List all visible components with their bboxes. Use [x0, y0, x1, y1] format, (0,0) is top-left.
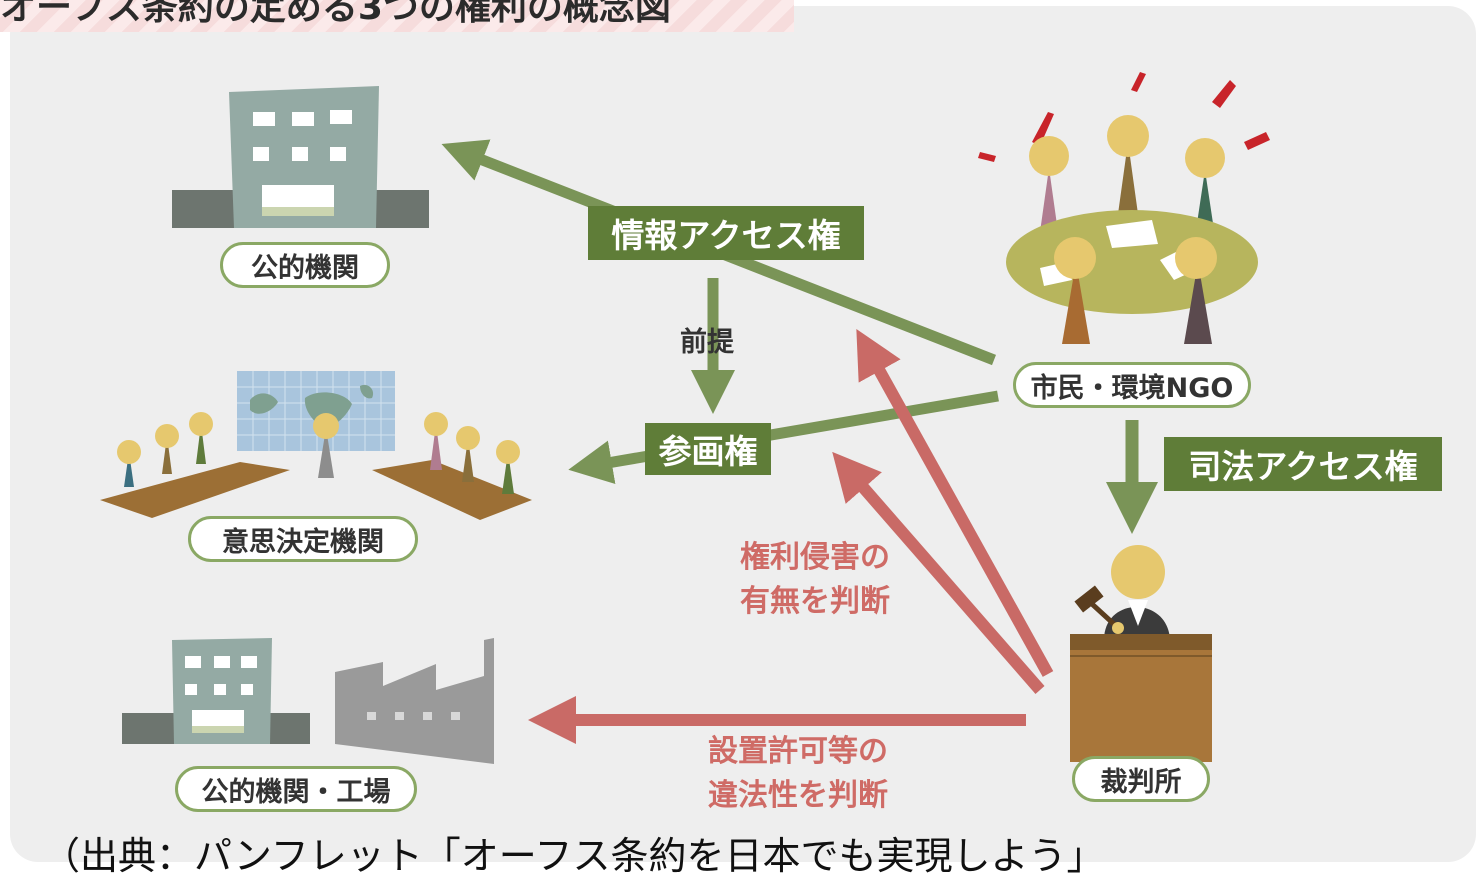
label-decision-body: 意思決定機関 — [188, 516, 418, 562]
arrow-court-to-participation — [832, 451, 1045, 694]
label-citizens-ngo: 市民・環境NGO — [1013, 362, 1251, 408]
label-permit-judgment: 設置許可等の 違法性を判断 — [708, 730, 888, 818]
label-agency-factory: 公的機関・工場 — [175, 766, 417, 812]
label-court: 裁判所 — [1072, 756, 1210, 802]
permit-line-1: 設置許可等の — [708, 734, 888, 769]
infringement-line-1: 権利侵害の — [740, 540, 890, 575]
arrow-court-to-info — [856, 329, 1054, 677]
agency-factory-icon — [122, 638, 310, 744]
infringement-line-2: 有無を判断 — [740, 584, 890, 619]
factory-icon — [335, 638, 494, 764]
label-justice-access: 司法アクセス権 — [1164, 437, 1442, 491]
label-participation: 参画権 — [645, 423, 771, 475]
world-map-icon — [237, 371, 395, 451]
source-caption: （出典：パンフレット「オーフス条約を日本でも実現しよう」 — [42, 834, 1105, 878]
label-infringement-judgment: 権利侵害の 有無を判断 — [740, 536, 890, 624]
citizens-meeting-icon — [978, 72, 1270, 344]
label-premise: 前提 — [680, 327, 734, 358]
label-info-access: 情報アクセス権 — [588, 206, 864, 260]
judge-icon — [1070, 545, 1212, 762]
meeting-table-icon — [100, 412, 532, 520]
label-public-agency: 公的機関 — [220, 242, 390, 288]
gavel-icon — [1074, 585, 1124, 634]
diagram-title: オーフス条約の定める3つの権利の概念図 — [0, 0, 794, 32]
office-building-icon — [172, 86, 429, 228]
permit-line-2: 違法性を判断 — [708, 778, 888, 813]
